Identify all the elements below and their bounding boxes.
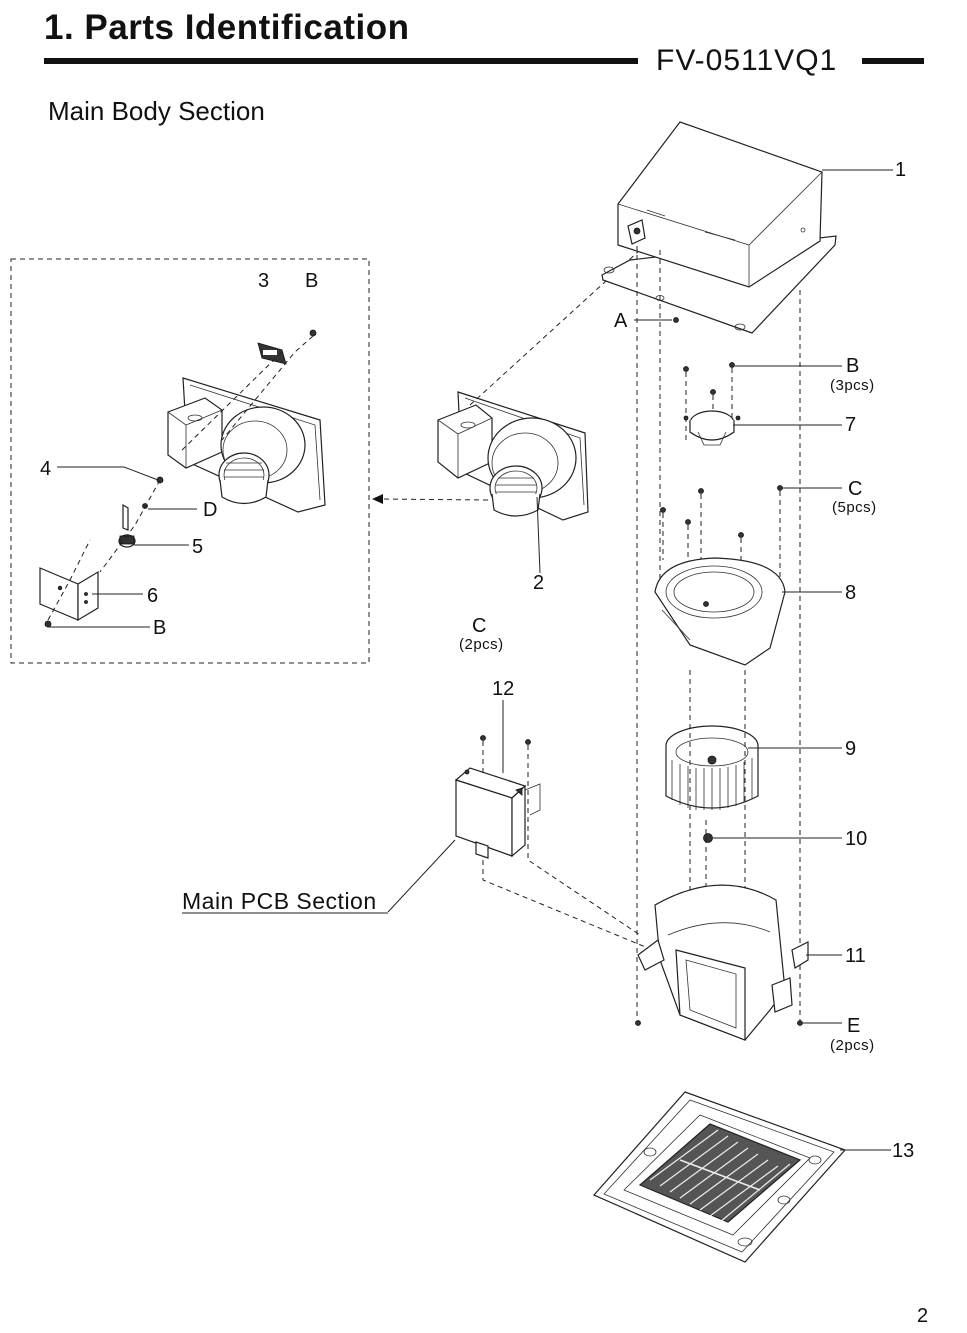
label-part-5: 5 <box>192 536 203 558</box>
part-9-blower-wheel <box>665 725 759 810</box>
part-12-pcb-box <box>454 767 541 859</box>
screw-b-inset-bottom <box>44 620 52 628</box>
label-screw-d: D <box>203 499 217 521</box>
label-part-13: 13 <box>892 1140 914 1162</box>
screw-e-left <box>635 1020 641 1026</box>
part-8-scroll-cover <box>654 557 786 666</box>
screw-b-inset-top <box>309 329 317 337</box>
page-number: 2 <box>917 1305 929 1327</box>
label-part-1: 1 <box>895 159 906 181</box>
screws-b-main <box>683 362 735 395</box>
label-screw-b-inset-top: B <box>305 270 318 292</box>
label-part-3: 3 <box>258 270 269 292</box>
screw-e-right <box>797 1020 803 1026</box>
part-7-motor-plate <box>683 410 741 446</box>
label-main-pcb-section: Main PCB Section <box>182 888 377 914</box>
part-13-grille <box>593 1091 847 1263</box>
label-screw-a: A <box>614 310 628 332</box>
label-part-9: 9 <box>845 738 856 760</box>
label-part-2: 2 <box>533 572 544 594</box>
label-part-6: 6 <box>147 585 158 607</box>
label-screw-e: E <box>847 1015 860 1037</box>
screw-c-pcb-1 <box>480 735 486 741</box>
detail-inset-box <box>10 258 370 664</box>
title-rule-right <box>862 58 924 64</box>
label-screw-c-main: C <box>848 478 862 500</box>
screw-a <box>673 317 679 323</box>
page-title: 1. Parts Identification <box>44 8 410 47</box>
label-part-10: 10 <box>845 828 867 850</box>
title-rule-left <box>44 58 638 64</box>
label-screw-b-main-qty: (3pcs) <box>830 377 875 394</box>
label-part-4: 4 <box>40 458 51 480</box>
label-screw-b-main: B <box>846 355 859 377</box>
label-screw-c-pcb-qty: (2pcs) <box>459 636 504 653</box>
label-part-11: 11 <box>845 945 866 967</box>
label-screw-b-inset-bottom: B <box>153 617 166 639</box>
part-11-fan-casing <box>637 884 809 1041</box>
section-title: Main Body Section <box>48 96 265 126</box>
label-screw-c-pcb: C <box>472 615 486 637</box>
label-part-7: 7 <box>845 414 856 436</box>
model-number: FV-0511VQ1 <box>656 44 838 77</box>
label-screw-e-qty: (2pcs) <box>830 1037 875 1054</box>
screw-c-pcb-2 <box>525 739 531 745</box>
label-screw-c-main-qty: (5pcs) <box>832 499 877 516</box>
inset-frame-assembly <box>167 377 326 513</box>
part-2-frame <box>437 391 589 521</box>
label-part-8: 8 <box>845 582 856 604</box>
part-6-cover-plate <box>39 567 99 622</box>
part-3-switch <box>257 342 287 365</box>
screws-c-main <box>660 485 783 538</box>
part-5-connector <box>118 503 136 548</box>
arrow-to-inset <box>372 494 383 504</box>
label-part-12: 12 <box>492 678 514 700</box>
part-10-nut <box>703 833 713 843</box>
